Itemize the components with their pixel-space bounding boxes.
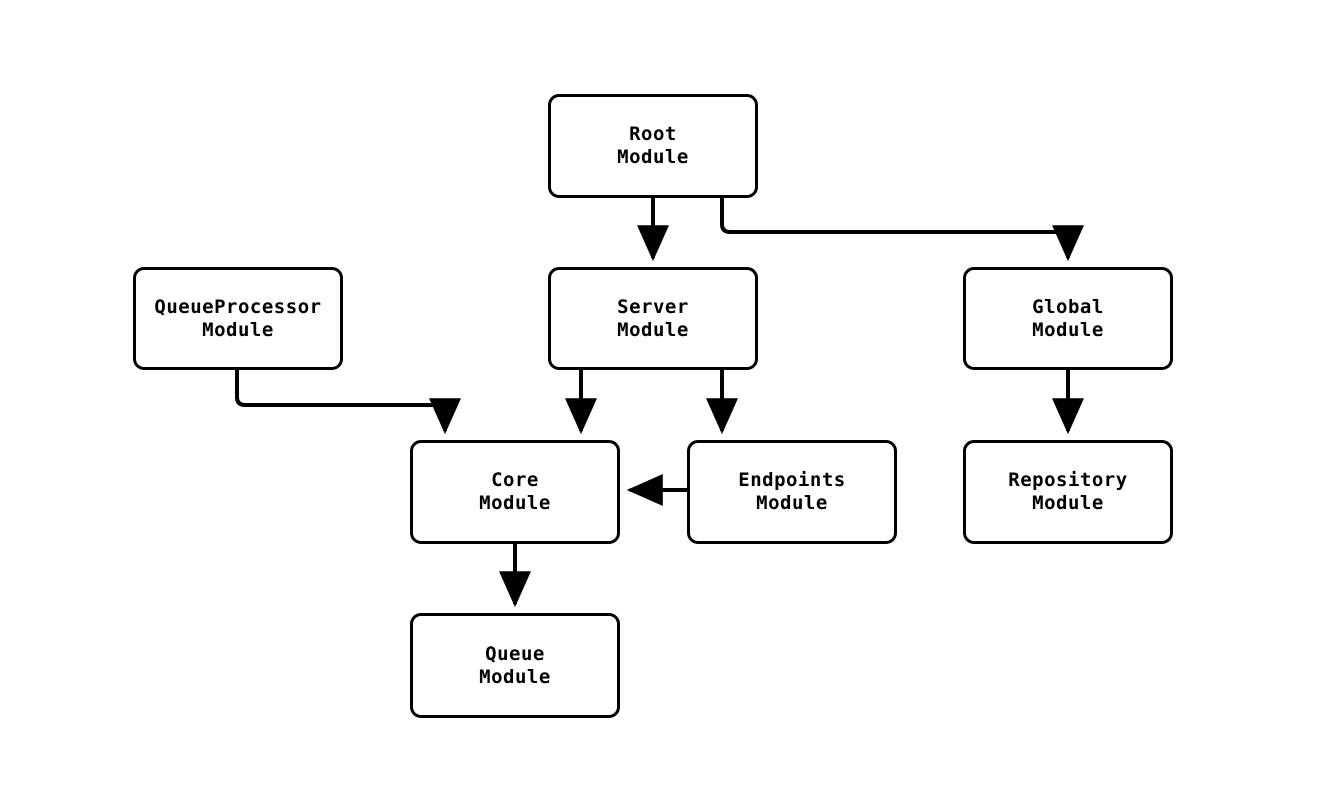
node-label-line1: Root (629, 123, 677, 145)
node-label-line2: Module (1032, 318, 1104, 341)
edge-queueprocessor-to-core (235, 370, 461, 435)
node-label-line2: Module (479, 665, 551, 688)
node-core-module[interactable]: Core Module (410, 440, 620, 544)
node-label-line2: Module (617, 318, 689, 341)
node-label-line1: Server (617, 295, 689, 318)
edge-root-to-global (720, 198, 1084, 262)
node-label-line2: Module (1032, 492, 1104, 514)
node-endpoints-module[interactable]: Endpoints Module (687, 440, 897, 544)
node-label-line1: Repository (1008, 469, 1128, 491)
node-server-module[interactable]: Server Module (548, 267, 758, 370)
node-root-module[interactable]: Root Module (548, 94, 758, 198)
node-label-line2: Module (756, 492, 828, 514)
node-label-line1: Queue (485, 642, 545, 665)
node-label-line1: Endpoints (738, 469, 846, 491)
node-label-line1: QueueProcessor (154, 295, 322, 318)
node-queueprocessor-module[interactable]: QueueProcessor Module (133, 267, 343, 370)
node-global-module[interactable]: Global Module (963, 267, 1173, 370)
node-label-line2: Module (617, 146, 689, 168)
node-queue-module[interactable]: Queue Module (410, 613, 620, 718)
node-label-line1: Core (491, 469, 539, 491)
node-label-line2: Module (479, 492, 551, 514)
node-label-line2: Module (202, 318, 274, 341)
node-label-line1: Global (1032, 295, 1104, 318)
node-repository-module[interactable]: Repository Module (963, 440, 1173, 544)
